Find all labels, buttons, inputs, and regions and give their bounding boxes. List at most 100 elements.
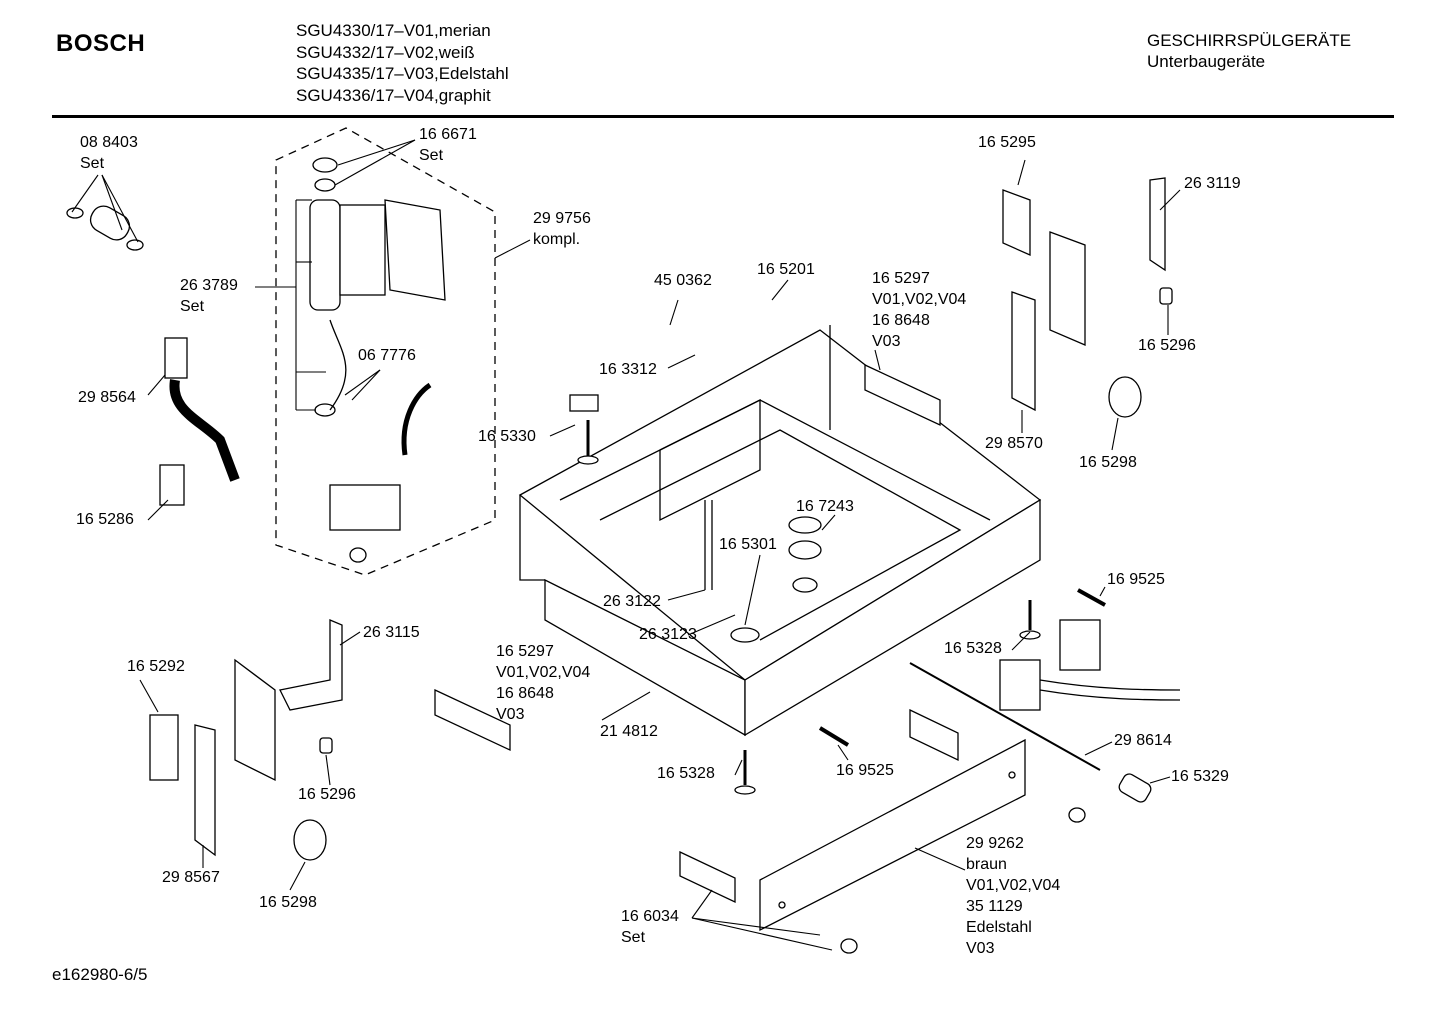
part-note: V03 [872,333,901,350]
pump-assembly [309,157,446,563]
part-number: 29 9756 [533,210,591,227]
part-label: 29 8564 [78,387,136,408]
part-number: 26 3122 [603,593,661,610]
part-number: 16 5295 [978,134,1036,151]
part-number: 16 5329 [1171,768,1229,785]
part-number: 29 9262 [966,835,1024,852]
part-note: Set [80,155,105,172]
part-label: 16 6671 Set [419,124,477,166]
part-note: V03 [966,940,995,957]
part-number: 16 7243 [796,498,854,515]
part-number: 16 5301 [719,536,777,553]
part-label: 16 5292 [127,656,185,677]
part-label: 08 8403 Set [80,132,138,174]
part-number: 45 0362 [654,272,712,289]
part-number: 16 5296 [1138,337,1196,354]
part-number: 26 3119 [1184,175,1241,192]
part-number: 16 5297 [496,643,554,660]
wire-harness [999,619,1181,711]
part-label: 26 3123 [639,624,697,645]
model-list: SGU4330/17–V01,merian SGU4332/17–V02,wei… [296,20,509,106]
part-note: V03 [496,706,525,723]
model-line: SGU4330/17–V01,merian [296,21,491,40]
part-label: 16 9525 [1107,569,1165,590]
header-divider [52,115,1394,118]
part-number: 26 3789 [180,277,238,294]
model-line: SGU4336/17–V04,graphit [296,85,491,105]
part-number: 29 8564 [78,389,136,406]
part-label: 26 3122 [603,591,661,612]
category-title: GESCHIRRSPÜLGERÄTE [1147,31,1352,50]
part-note: Edelstahl [966,919,1032,936]
part-label: 45 0362 [654,270,712,291]
part-label: 26 3115 [363,622,420,643]
part-label: 16 3312 [599,359,657,380]
part-label: 16 5201 [757,259,815,280]
part-number: 26 3123 [639,626,697,643]
part-label: 16 9525 [836,760,894,781]
part-note: braun [966,856,1007,873]
part-note: Set [621,929,646,946]
category-subtitle: Unterbaugeräte [1147,52,1266,71]
part-label: 29 8570 [985,433,1043,454]
part-label: 29 8567 [162,867,220,888]
leader-lines [71,139,1181,951]
part-note: V01,V02,V04 [496,664,591,681]
part-label: 16 5301 [719,534,777,555]
screws [569,394,1106,954]
hose-parts [66,205,240,506]
left-bracket-set [149,619,343,861]
part-number: 16 5286 [76,511,134,528]
part-number: 16 8648 [872,312,930,329]
part-label: 29 9756 kompl. [533,208,591,250]
terminal-strip-upper [909,708,959,762]
terminal-strip-lower [679,850,736,904]
part-label: 21 4812 [600,721,658,742]
base-tub [518,325,1042,737]
part-note: V01,V02,V04 [966,877,1061,894]
part-label: 29 8614 [1114,730,1172,751]
model-line: SGU4335/17–V03,Edelstahl [296,64,509,83]
part-label: 16 5298 [259,892,317,913]
part-note: kompl. [533,231,581,248]
right-bracket-set [1002,177,1173,418]
part-number: 26 3115 [363,624,420,641]
part-label: 16 6034 Set [621,906,679,948]
rod-knob [1118,773,1152,803]
part-label: 16 7243 [796,496,854,517]
part-label: 29 9262 braun V01,V02,V04 35 1129 Edelst… [966,833,1060,959]
part-label: 16 5328 [657,763,715,784]
part-label: 16 5296 [1138,335,1196,356]
part-number: 16 5328 [657,765,715,782]
part-number: 16 5292 [127,658,185,675]
part-label: 16 5296 [298,784,356,805]
part-number: 16 5297 [872,270,930,287]
part-label: 16 5328 [944,638,1002,659]
part-note: Set [180,298,205,315]
part-label: 16 5298 [1079,452,1137,473]
part-number: 16 5298 [1079,454,1137,471]
part-label: 16 5295 [978,132,1036,153]
part-label: 16 5329 [1171,766,1229,787]
part-number: 16 5328 [944,640,1002,657]
part-number: 16 5330 [478,428,536,445]
part-number: 08 8403 [80,134,138,151]
part-note: Set [419,147,444,164]
part-number: 16 3312 [599,361,657,378]
part-number: 16 8648 [496,685,554,702]
part-label: 16 5297 V01,V02,V04 16 8648 V03 [872,268,966,352]
category-block: GESCHIRRSPÜLGERÄTE Unterbaugeräte [1147,30,1351,72]
part-label: 16 5286 [76,509,134,530]
part-label: 26 3119 [1184,173,1241,194]
front-panel [759,738,1026,932]
part-label: 16 5330 [478,426,536,447]
part-number: 29 8570 [985,435,1043,452]
part-number: 16 6034 [621,908,679,925]
kit-boundary [275,127,496,576]
model-line: SGU4332/17–V02,weiß [296,42,475,62]
part-note: V01,V02,V04 [872,291,967,308]
heater-coil-bottom [434,688,511,752]
part-label: 06 7776 [358,345,416,366]
part-number: 16 6671 [419,126,477,143]
